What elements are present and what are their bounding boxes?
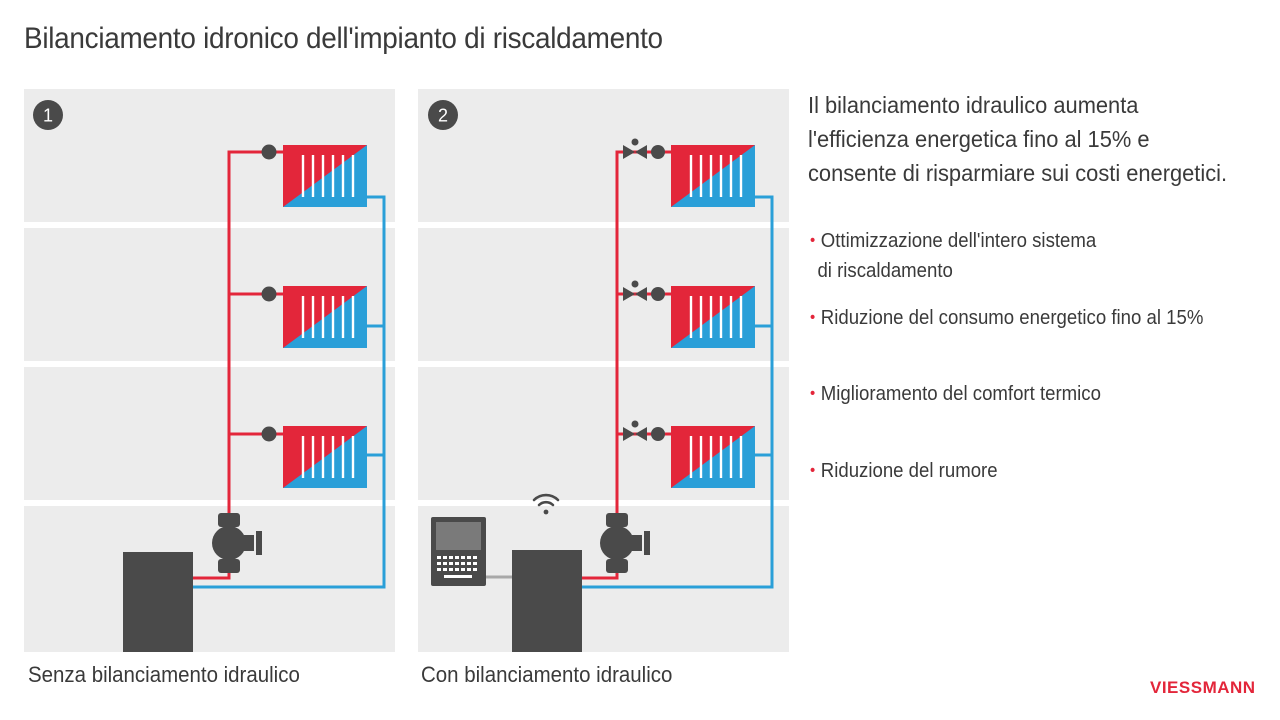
panel-2-caption: Con bilanciamento idraulico: [421, 662, 673, 687]
radiator-bottom: [671, 426, 755, 488]
svg-text:2: 2: [438, 106, 448, 126]
page-title: Bilanciamento idronico dell'impianto di …: [24, 22, 663, 55]
bullet-dot-icon: •: [810, 462, 816, 479]
radiator-middle: [283, 286, 367, 348]
bullet-dot-icon: •: [810, 232, 816, 249]
boiler: [512, 550, 582, 652]
bullet-dot-icon: •: [810, 385, 816, 402]
panel-2-system: [431, 138, 774, 652]
intro-text: Il bilanciamento idraulico aumenta l'eff…: [808, 92, 1228, 186]
bullet-dot-icon: •: [810, 309, 816, 326]
radiator-top: [671, 145, 755, 207]
boiler: [123, 552, 193, 652]
radiator-top: [283, 145, 367, 207]
panel-1-badge: 1: [33, 100, 63, 130]
viessmann-logo: VIESSMANN: [1150, 678, 1256, 697]
valve-icon: [623, 138, 665, 159]
bullet-item: •Riduzione del consumo energetico fino a…: [810, 307, 1204, 329]
bullet-item: •Ottimizzazione dell'intero sistema di r…: [810, 230, 1097, 282]
bullet-item: •Riduzione del rumore: [810, 460, 998, 482]
valve-icon: [623, 280, 665, 301]
panel-2-badge: 2: [428, 100, 458, 130]
valve-icon: [623, 420, 665, 441]
panel-1-caption: Senza bilanciamento idraulico: [28, 662, 300, 687]
radiator-bottom: [283, 426, 367, 488]
svg-text:1: 1: [43, 106, 53, 126]
bullet-item: •Miglioramento del comfort termico: [810, 383, 1101, 405]
cold-pipe: [188, 195, 386, 589]
panel-1-system: [123, 145, 386, 652]
laptop-icon: [431, 517, 486, 586]
wifi-icon: [532, 493, 560, 515]
radiator-middle: [671, 286, 755, 348]
cold-pipe: [580, 195, 774, 589]
